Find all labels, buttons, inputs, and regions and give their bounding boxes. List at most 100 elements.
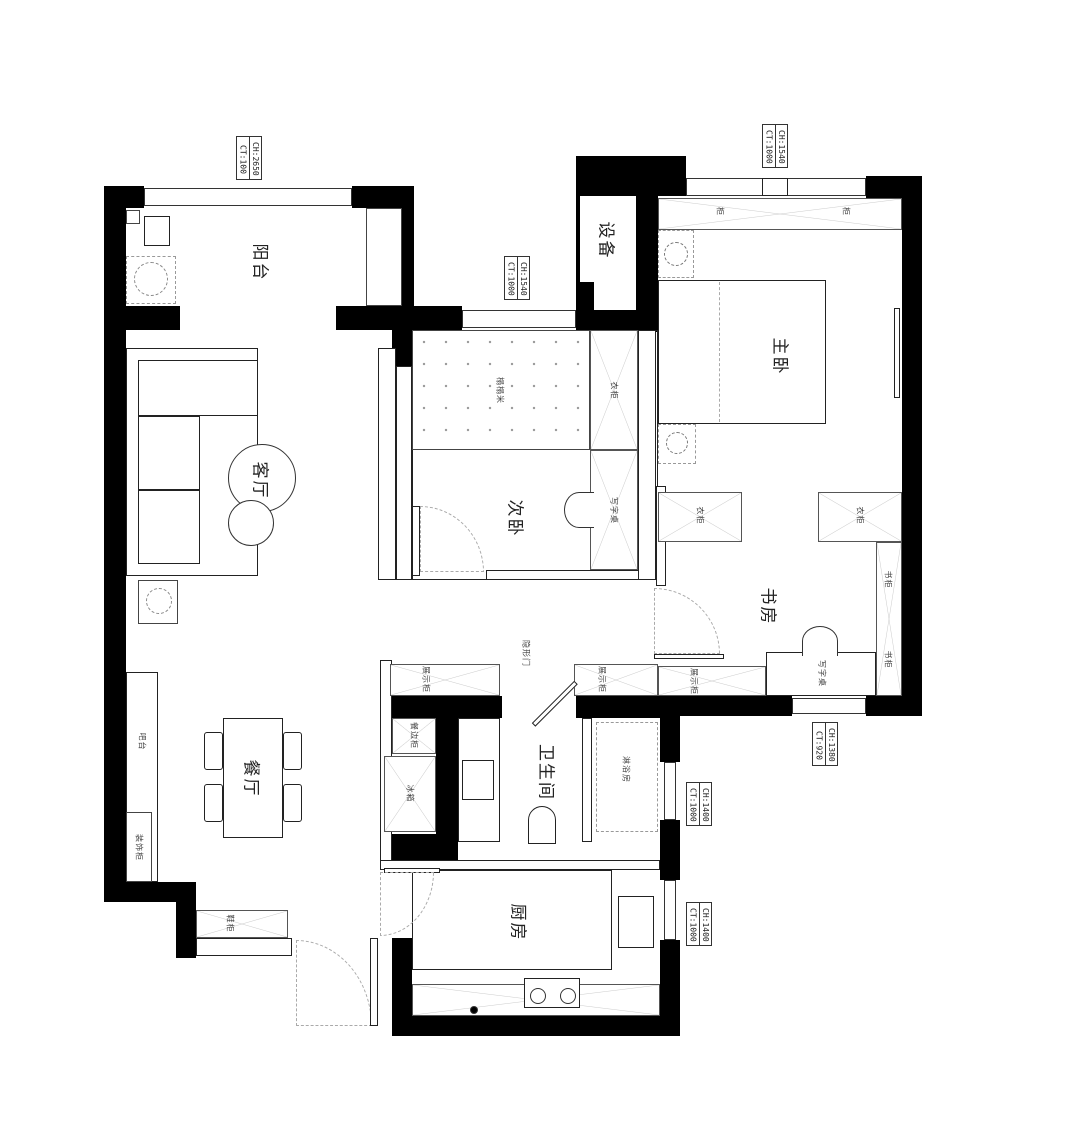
wall — [866, 176, 922, 198]
display-label: 展示柜 — [421, 666, 431, 693]
wardrobe-label: 衣柜 — [609, 381, 619, 400]
wardrobe-label: 衣柜 — [855, 506, 865, 525]
writing-desk-label: 写字桌 — [817, 660, 827, 687]
ch-value: CT:100 — [238, 144, 248, 174]
room-label-study: 书房 — [757, 587, 778, 626]
washing-machine — [126, 256, 176, 304]
coffee-table — [228, 444, 296, 512]
equipment-room — [580, 196, 636, 282]
lamp — [664, 242, 688, 266]
wall — [392, 938, 412, 1036]
room-label-master-bedroom: 主卧 — [769, 337, 790, 376]
window-tag-balcony: CT:100 CH:2650 — [236, 136, 262, 180]
second-door[interactable] — [412, 506, 420, 576]
study-door[interactable] — [654, 654, 724, 659]
display-cabinet — [390, 664, 500, 696]
side-cabinet — [392, 718, 436, 754]
kitchen-window — [664, 880, 676, 940]
tv-wall-inner — [396, 366, 412, 580]
bookcase-label-2: 书柜 — [883, 650, 893, 669]
room-label-kitchen: 厨房 — [507, 903, 528, 942]
sofa-back — [138, 360, 258, 416]
partition — [638, 330, 656, 580]
bed-blanket — [660, 282, 720, 422]
bath-partition — [582, 718, 592, 842]
burner — [560, 988, 576, 1004]
chair — [283, 784, 302, 822]
side-table — [228, 500, 274, 546]
study-door-swing[interactable] — [654, 588, 720, 654]
sink-cabinet — [126, 210, 140, 224]
drain — [470, 1006, 478, 1014]
ct-value: CH:2650 — [248, 137, 262, 179]
wardrobe — [818, 492, 902, 542]
fridge-label: 冰箱 — [405, 784, 415, 803]
ch-value: CH:1380 — [824, 723, 838, 765]
decor-cabinet — [126, 812, 152, 882]
wall — [576, 696, 660, 718]
bookcase — [876, 542, 902, 696]
entry-door-swing[interactable] — [296, 940, 372, 1026]
wall — [576, 156, 686, 196]
ch-value: CH:1400 — [698, 783, 712, 825]
wall — [352, 186, 414, 208]
ch-value: CH:1540 — [774, 125, 788, 167]
ct-value: CT:1000 — [688, 908, 698, 942]
balcony-door-frame — [366, 208, 402, 306]
window-tag-study: CT:920 CH:1380 — [812, 722, 838, 766]
room-label-second-bedroom: 次卧 — [504, 499, 525, 538]
side-cabinet-label: 餐边柜 — [409, 722, 419, 749]
hidden-door-label: 隐形门 — [521, 640, 531, 667]
display-label: 展示柜 — [597, 666, 607, 693]
entry-door[interactable] — [370, 938, 378, 1026]
tatami-label: 榻榻米 — [494, 368, 506, 413]
chair — [564, 492, 594, 528]
ch-value: CH:1540 — [516, 257, 530, 299]
desk-label: 写字桌 — [609, 497, 619, 524]
bed — [658, 280, 826, 424]
room-label-equipment: 设备 — [595, 221, 616, 260]
second-window — [462, 310, 576, 328]
decor-cabinet-label: 装饰柜 — [134, 834, 144, 861]
wall — [176, 882, 196, 958]
shower-room — [596, 722, 658, 832]
wardrobe — [590, 330, 638, 450]
burner — [530, 988, 546, 1004]
wall — [402, 186, 414, 330]
lamp — [666, 432, 688, 454]
room-label-dining: 餐厅 — [240, 759, 261, 798]
chair — [283, 732, 302, 770]
wall — [104, 186, 126, 902]
sofa-seat — [138, 416, 200, 490]
master-cabinet-label-2: 柜 — [841, 207, 851, 216]
wall — [104, 882, 196, 902]
wall — [660, 940, 680, 1036]
tv-wall — [378, 348, 396, 580]
fridge — [384, 756, 436, 832]
chair — [802, 626, 838, 656]
shoe-cabinet — [196, 910, 288, 938]
wall — [660, 820, 680, 880]
kitchen-sink — [618, 896, 654, 948]
wardrobe — [658, 492, 742, 542]
ct-value: CT:920 — [814, 730, 824, 760]
window-tag-bath: CT:1000 CH:1400 — [686, 782, 712, 826]
wall — [436, 696, 458, 860]
ct-value: CT:1000 — [506, 262, 516, 296]
ct-value: CT:1000 — [688, 788, 698, 822]
window-tag-master: CT:1000 CH:1540 — [762, 124, 788, 168]
chair — [204, 732, 223, 770]
display-cabinet — [658, 666, 766, 696]
wall — [902, 176, 922, 716]
lamp-shade — [146, 588, 172, 614]
entry-threshold — [196, 938, 292, 956]
wall — [392, 834, 458, 860]
bath-window — [664, 762, 676, 820]
bookcase-label-1: 书柜 — [883, 570, 893, 589]
nightstand — [658, 424, 696, 464]
hidden-door[interactable] — [531, 680, 578, 727]
balcony-window — [144, 188, 352, 206]
sofa-seat — [138, 490, 200, 564]
nightstand — [658, 230, 694, 278]
